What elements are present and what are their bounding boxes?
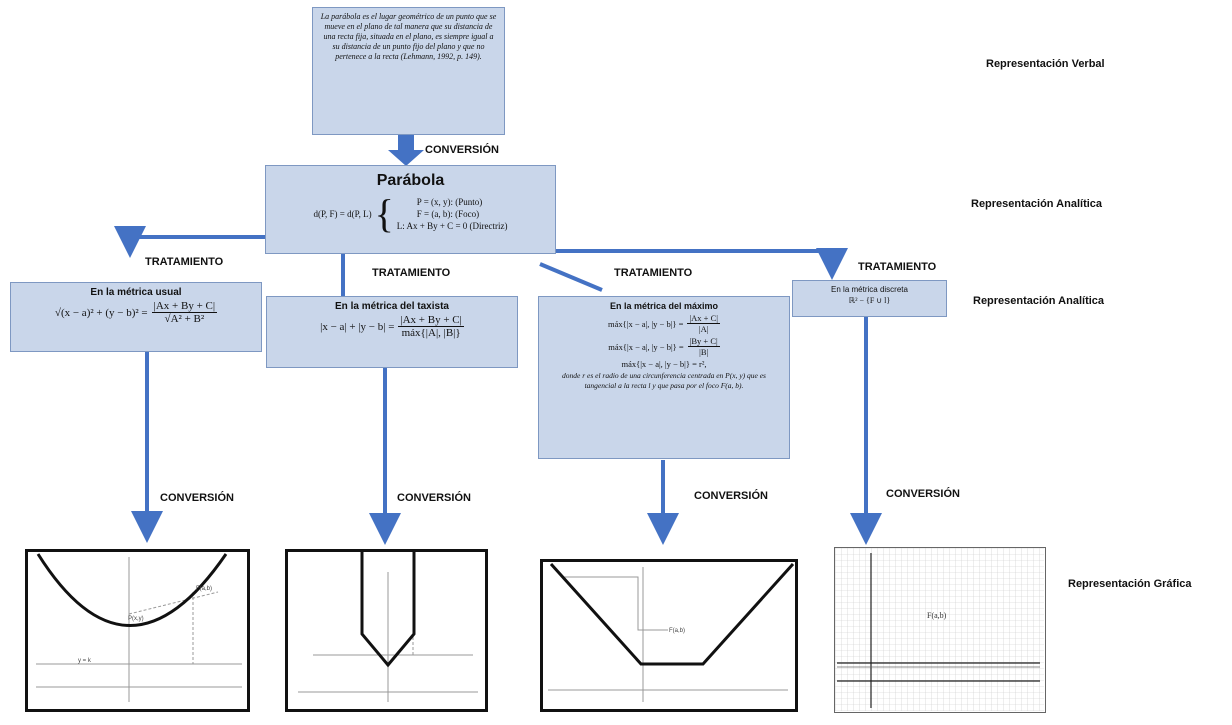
graph-discreta: F(a,b) (834, 547, 1046, 713)
parabola-box: Parábola d(P, F) = d(P, L) { P = (x, y):… (265, 165, 556, 254)
verbal-box: La parábola es el lugar geométrico de un… (312, 7, 505, 135)
tratamiento-label-4: TRATAMIENTO (858, 261, 937, 273)
connector-right (556, 248, 848, 280)
metric-max-line2-den: |B| (699, 347, 709, 357)
graph-discreta-plot: F(a,b) (835, 548, 1044, 711)
side-label-analitica-1: Representación Analítica (971, 198, 1103, 210)
conversion-label-2: CONVERSIÓN (397, 492, 471, 504)
graph-taxi (285, 549, 488, 712)
side-label-verbal: Representación Verbal (986, 58, 1105, 70)
system-line-directrix: L: Ax + By + C = 0 (Directriz) (396, 221, 508, 231)
metric-taxi-num: |Ax + By + C| (398, 314, 464, 327)
conversion-label-4: CONVERSIÓN (886, 488, 960, 500)
metric-discreta-box: En la métrica discreta ℝ² − {F ∪ l} (792, 280, 947, 317)
verbal-text: La parábola es el lugar geométrico de un… (320, 12, 497, 61)
graph-max: F(a,b) (540, 559, 798, 712)
graph-usual-label-f: P(x,y) (128, 616, 144, 622)
metric-taxi-title: En la métrica del taxista (335, 301, 449, 312)
metric-max-line1-num: |Ax + C| (687, 313, 720, 324)
metric-discreta-formula: ℝ² − {F ∪ l} (848, 296, 891, 305)
connector-left (114, 226, 265, 258)
graph-max-plot: F(a,b) (548, 562, 795, 702)
graph-max-label-f: F(a,b) (669, 628, 685, 634)
metric-max-line2-num: |By + C| (687, 336, 720, 347)
metric-max-title: En la métrica del máximo (609, 301, 719, 311)
graph-usual: F(a,b) P(x,y) y = k (25, 549, 250, 712)
graph-usual-plot: F(a,b) P(x,y) y = k (36, 553, 242, 702)
metric-max-note: donde r es el radio de una circunferenci… (562, 371, 766, 390)
metric-max-line1-den: |A| (698, 324, 709, 334)
metric-max-box: En la métrica del máximo máx{|x − a|, |y… (538, 296, 790, 459)
system-line-point: P = (x, y): (Punto) (416, 197, 483, 207)
metric-taxi-den: máx{|A|, |B|} (401, 327, 461, 339)
tratamiento-label-2: TRATAMIENTO (372, 267, 451, 279)
graph-usual-label-k: y = k (78, 658, 92, 664)
graph-discreta-label-f: F(a,b) (927, 611, 947, 620)
tratamiento-label-1: TRATAMIENTO (145, 256, 224, 268)
metric-usual-title: En la métrica usual (90, 287, 182, 298)
parabola-lhs: d(P, F) = d(P, L) (313, 209, 372, 219)
metric-usual-den: √A² + B² (164, 313, 205, 325)
conversion-label-1: CONVERSIÓN (160, 492, 234, 504)
metric-discreta-title: En la métrica discreta (831, 285, 908, 294)
graph-taxi-plot (298, 552, 478, 702)
brace: { (374, 191, 394, 236)
metric-usual-num: |Ax + By + C| (151, 300, 218, 313)
side-label-grafica: Representación Gráfica (1068, 578, 1192, 590)
metric-max-line3: máx{|x − a|, |y − b|} = r², (621, 359, 707, 369)
conversion-label-3: CONVERSIÓN (694, 490, 768, 502)
tratamiento-label-3: TRATAMIENTO (614, 267, 693, 279)
parabola-title: Parábola (376, 172, 445, 189)
metric-taxi-box: En la métrica del taxista |x − a| + |y −… (266, 296, 518, 368)
conversion-label-top: CONVERSIÓN (425, 144, 499, 156)
metric-usual-lhs: √(x − a)² + (y − b)² = (54, 306, 148, 319)
system-line-focus: F = (a, b): (Foco) (416, 209, 480, 219)
metric-max-line2-lhs: máx{|x − a|, |y − b|} = (608, 341, 684, 352)
metric-taxi-lhs: |x − a| + |y − b| = (320, 320, 395, 333)
connector-diagonal (539, 262, 603, 292)
metric-usual-box: En la métrica usual √(x − a)² + (y − b)²… (10, 282, 262, 352)
parabola-system: P = (x, y): (Punto) F = (a, b): (Foco) L… (397, 196, 508, 232)
conversion-arrow-main (388, 134, 424, 166)
graph-usual-label-p: F(a,b) (196, 586, 212, 592)
side-label-analitica-2: Representación Analítica (973, 295, 1105, 307)
metric-max-line1-lhs: máx{|x − a|, |y − b|} = (608, 318, 684, 329)
